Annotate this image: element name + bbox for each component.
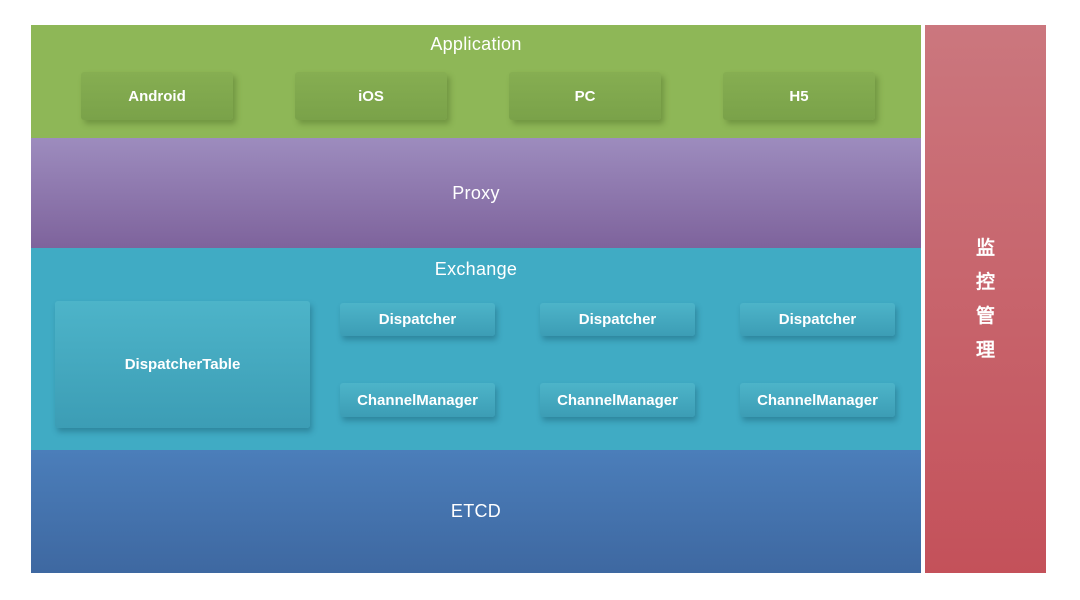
app-box-h5: H5: [723, 72, 875, 120]
channel-manager-row: ChannelManager ChannelManager ChannelMan…: [340, 383, 895, 417]
app-box-ios: iOS: [295, 72, 447, 120]
channel-manager-box-2: ChannelManager: [540, 383, 695, 417]
dispatcher-box-2: Dispatcher: [540, 303, 695, 336]
application-boxes-row: Android iOS PC H5: [81, 72, 875, 120]
channel-manager-box-3: ChannelManager: [740, 383, 895, 417]
channel-manager-box-1: ChannelManager: [340, 383, 495, 417]
monitor-char-3: 管: [975, 305, 995, 327]
layer-exchange: Exchange DispatcherTable Dispatcher Disp…: [31, 248, 921, 450]
dispatcher-box-3: Dispatcher: [740, 303, 895, 336]
etcd-title: ETCD: [450, 501, 502, 521]
monitor-char-2: 控: [975, 271, 995, 293]
application-title: Application: [430, 34, 522, 54]
monitor-management-panel: 监 控 管 理: [925, 25, 1046, 573]
layer-proxy: Proxy: [31, 138, 921, 248]
monitor-char-1: 监: [975, 237, 995, 259]
dispatcher-table-box: DispatcherTable: [55, 301, 310, 428]
proxy-title: Proxy: [452, 182, 500, 203]
exchange-title: Exchange: [434, 259, 518, 279]
app-box-android: Android: [81, 72, 233, 120]
dispatcher-row: Dispatcher Dispatcher Dispatcher: [340, 303, 895, 336]
monitor-char-4: 理: [975, 339, 995, 361]
layer-stack: Application Android iOS PC H5 Proxy Exch…: [31, 25, 921, 573]
dispatcher-box-1: Dispatcher: [340, 303, 495, 336]
layer-etcd: ETCD: [31, 450, 921, 573]
app-box-pc: PC: [509, 72, 661, 120]
layer-application: Application Android iOS PC H5: [31, 25, 921, 138]
